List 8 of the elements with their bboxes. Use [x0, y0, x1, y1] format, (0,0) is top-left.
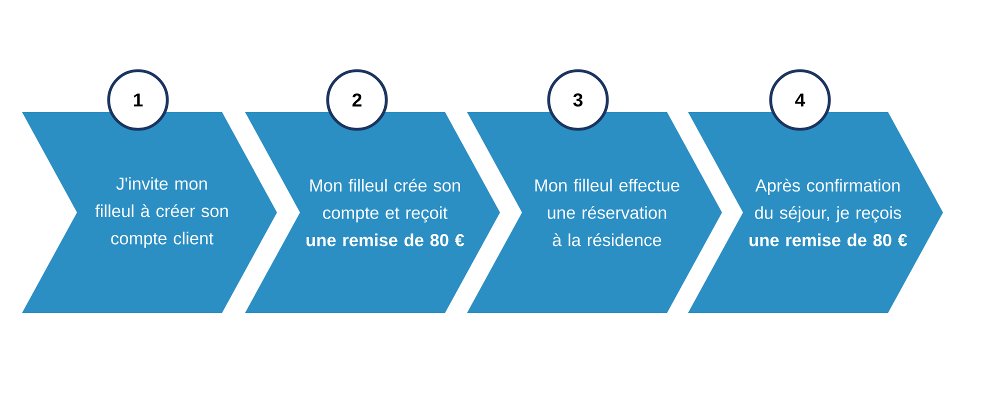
node-label: une remise de 80 € — [750, 234, 908, 246]
node-label: une remise de 80 € — [306, 234, 464, 246]
node-label: J'invite mon filleul à créer son compte client — [95, 177, 228, 248]
chevron-step: Mon filleul crée son compte et reçoit une remise de 80 € — [245, 112, 500, 313]
chevron-step: Après confirmation du séjour, je reçois une remise de 80 € — [688, 112, 943, 313]
chevron-step: Mon filleul effectue une réservation à la résidence — [467, 112, 722, 313]
node-label: Mon filleul effectue une réservation à la résidence — [535, 178, 680, 246]
chevron-step: J'invite mon filleul à créer son compte client — [22, 112, 277, 313]
